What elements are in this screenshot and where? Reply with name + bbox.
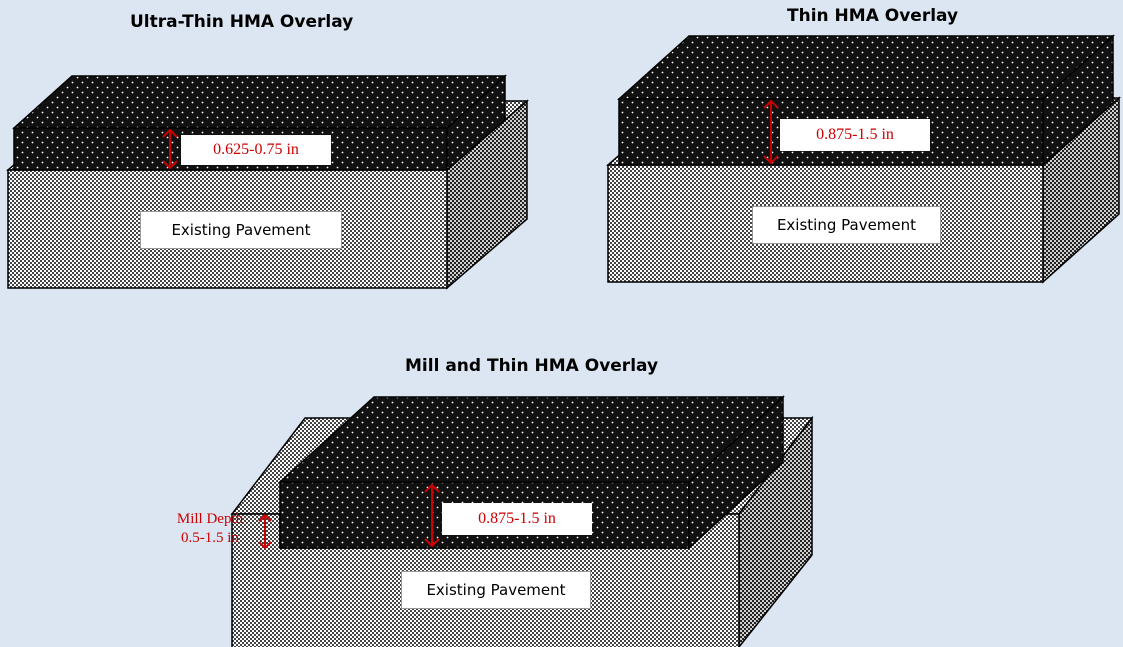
existing-pavement-label: Existing Pavement	[752, 206, 941, 244]
thickness-label: 0.875-1.5 in	[442, 503, 592, 535]
panel-thin	[606, 34, 1121, 284]
mill-depth-label-line1: Mill Depth	[176, 511, 244, 527]
overlay-top-face	[12, 75, 507, 129]
mill-depth-label-line2: 0.5-1.5 in	[181, 530, 239, 546]
existing-pavement-label: Existing Pavement	[140, 211, 342, 249]
mill-depth-label: Mill Depth 0.5-1.5 in	[170, 510, 250, 548]
panel-ultra-thin	[5, 74, 530, 290]
mill-depth-arrow	[258, 513, 272, 550]
existing-pavement-label: Existing Pavement	[401, 571, 591, 609]
thickness-label: 0.875-1.5 in	[780, 119, 930, 151]
panel-title-mill-thin: Mill and Thin HMA Overlay	[405, 356, 659, 376]
panel-title-ultra-thin: Ultra-Thin HMA Overlay	[130, 12, 354, 32]
overlay-top-face	[617, 35, 1115, 100]
overlay-top-face	[278, 396, 785, 483]
thickness-arrow	[162, 128, 178, 170]
panel-title-thin: Thin HMA Overlay	[787, 6, 959, 26]
thickness-label: 0.625-0.75 in	[181, 135, 331, 165]
thickness-arrow	[763, 99, 779, 165]
thickness-arrow	[424, 483, 440, 548]
